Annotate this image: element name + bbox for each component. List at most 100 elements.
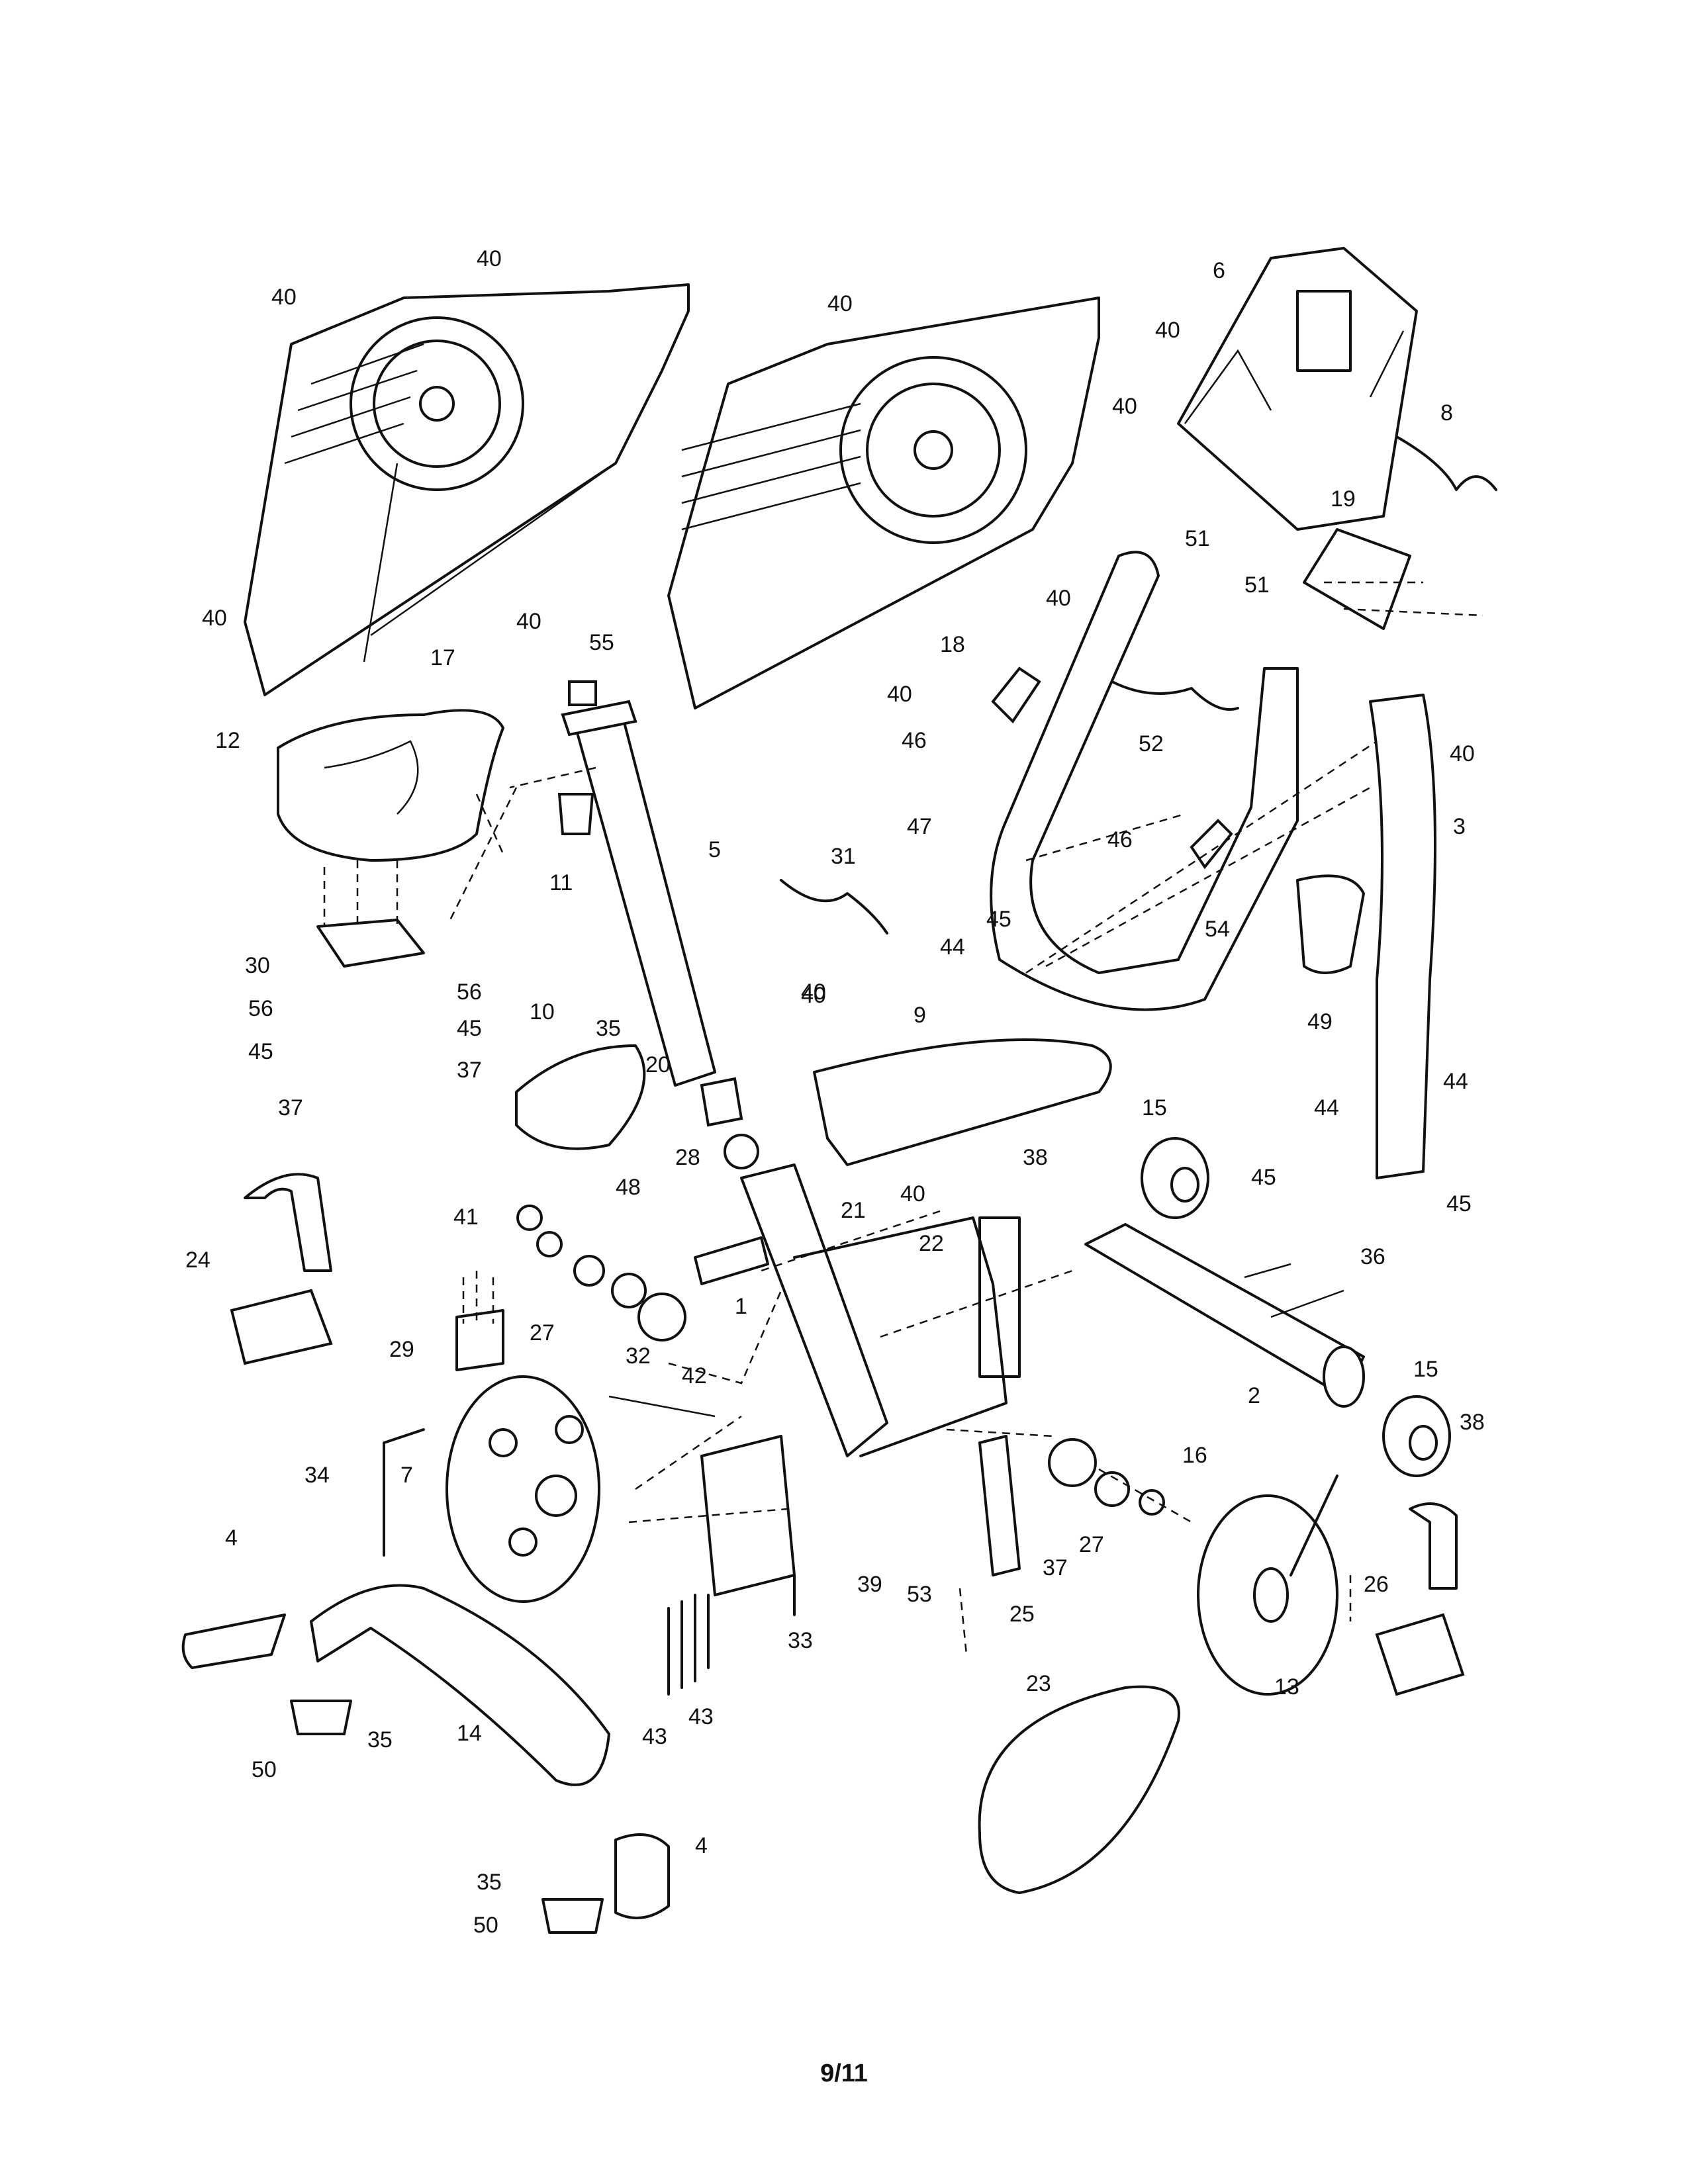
- label-45-c: 45: [457, 1016, 482, 1041]
- label-37-b: 37: [278, 1095, 303, 1120]
- part-13-pulley: [1197, 1475, 1338, 1696]
- part-34-cable: [383, 1428, 425, 1557]
- label-35-b: 35: [367, 1727, 393, 1752]
- label-24: 24: [185, 1248, 211, 1273]
- label-30: 30: [245, 953, 270, 978]
- label-33: 33: [788, 1628, 813, 1653]
- part-20-bushing: [700, 1077, 743, 1127]
- label-46-b: 46: [1107, 827, 1133, 852]
- label-29: 29: [389, 1337, 414, 1362]
- label-46-a: 46: [902, 728, 927, 753]
- part-4-end-caps: [181, 1614, 670, 1919]
- label-45-d: 45: [1251, 1165, 1276, 1190]
- label-21: 21: [841, 1198, 866, 1223]
- label-40-m: 40: [801, 983, 826, 1008]
- label-17: 17: [430, 645, 455, 670]
- part-31-cable: [780, 879, 888, 934]
- part-9-cover: [813, 1038, 1112, 1166]
- part-18-right-shield: [667, 296, 1100, 709]
- label-56-a: 56: [248, 996, 273, 1021]
- label-38-b: 38: [1460, 1410, 1485, 1435]
- label-38-a: 38: [1023, 1145, 1048, 1170]
- part-11: [557, 793, 594, 835]
- label-37-a: 37: [457, 1058, 482, 1083]
- page-number: 9/11: [820, 2060, 868, 2087]
- label-50-b: 50: [473, 1913, 498, 1938]
- label-40-d: 40: [1155, 318, 1180, 343]
- part-1-frame: [694, 1163, 1021, 1457]
- label-40-b: 40: [271, 285, 297, 310]
- label-16: 16: [1182, 1443, 1207, 1468]
- label-47: 47: [907, 814, 932, 839]
- label-35-c: 35: [477, 1870, 502, 1895]
- label-4-a: 4: [225, 1525, 238, 1551]
- label-40-f: 40: [202, 606, 227, 631]
- label-12: 12: [215, 728, 240, 753]
- label-27-b: 27: [1079, 1532, 1104, 1557]
- part-17-left-shield: [244, 283, 690, 696]
- label-53: 53: [907, 1582, 932, 1607]
- part-labels: 40 40 40 40 40 40 40 40 40 40 40 40 6 8 …: [185, 246, 1485, 1938]
- label-31: 31: [831, 844, 856, 869]
- part-26-pedal: [1375, 1502, 1465, 1696]
- label-48: 48: [616, 1175, 641, 1200]
- label-9: 9: [914, 1003, 926, 1028]
- part-6-console: [1177, 247, 1418, 531]
- label-32: 32: [626, 1343, 651, 1369]
- part-12-seat: [277, 709, 504, 862]
- label-40-h: 40: [1046, 586, 1071, 611]
- label-13: 13: [1274, 1674, 1299, 1700]
- part-52-cable: [1111, 680, 1239, 711]
- label-27-a: 27: [530, 1320, 555, 1345]
- label-44-b: 44: [1443, 1069, 1468, 1094]
- label-54: 54: [1205, 917, 1230, 942]
- part-28-bushing: [724, 1134, 759, 1169]
- label-36: 36: [1360, 1244, 1385, 1269]
- part-7-flywheel: [445, 1375, 600, 1603]
- part-10-cover: [515, 1044, 646, 1150]
- part-50-levelers: [290, 1700, 604, 1934]
- part-23-belt: [978, 1685, 1180, 1894]
- label-11: 11: [549, 870, 573, 895]
- label-55: 55: [589, 630, 614, 655]
- label-4-b: 4: [695, 1833, 708, 1858]
- label-34: 34: [305, 1463, 330, 1488]
- label-25: 25: [1009, 1602, 1035, 1627]
- label-40-i: 40: [887, 682, 912, 707]
- part-47-handlebar: [990, 551, 1299, 1011]
- part-36-bolts: [1244, 1263, 1344, 1318]
- part-8-cable: [1395, 435, 1497, 491]
- label-40-g: 40: [516, 609, 541, 634]
- part-27-washers: [516, 1205, 1165, 1516]
- label-35-a: 35: [596, 1016, 621, 1041]
- label-37-c: 37: [1043, 1555, 1068, 1580]
- label-15-a: 15: [1142, 1095, 1167, 1120]
- label-18: 18: [940, 632, 965, 657]
- label-22: 22: [919, 1231, 944, 1256]
- label-40-e: 40: [1112, 394, 1137, 419]
- part-3-upright: [1369, 694, 1436, 1179]
- label-23: 23: [1026, 1671, 1051, 1696]
- label-3: 3: [1453, 814, 1466, 839]
- label-43-b: 43: [688, 1704, 714, 1729]
- part-2-stabilizer: [1084, 1223, 1365, 1398]
- part-25-crank: [978, 1435, 1021, 1576]
- part-19-bracket: [1303, 528, 1411, 630]
- label-50-a: 50: [252, 1757, 277, 1782]
- label-45-e: 45: [1446, 1191, 1472, 1216]
- label-26: 26: [1364, 1572, 1389, 1597]
- label-51-a: 51: [1185, 526, 1210, 551]
- label-40-k: 40: [801, 979, 826, 1005]
- label-40-a: 40: [477, 246, 502, 271]
- part-30-seat-bracket: [316, 919, 425, 968]
- label-45-b: 45: [248, 1039, 273, 1064]
- label-51-b: 51: [1244, 572, 1270, 598]
- label-14: 14: [457, 1721, 482, 1746]
- part-42-bolt: [608, 1395, 716, 1418]
- label-49: 49: [1307, 1009, 1333, 1034]
- part-49-bottle-holder: [1296, 874, 1365, 974]
- label-28: 28: [675, 1145, 700, 1170]
- label-39: 39: [857, 1572, 882, 1597]
- part-15-wheels: [1141, 1137, 1451, 1477]
